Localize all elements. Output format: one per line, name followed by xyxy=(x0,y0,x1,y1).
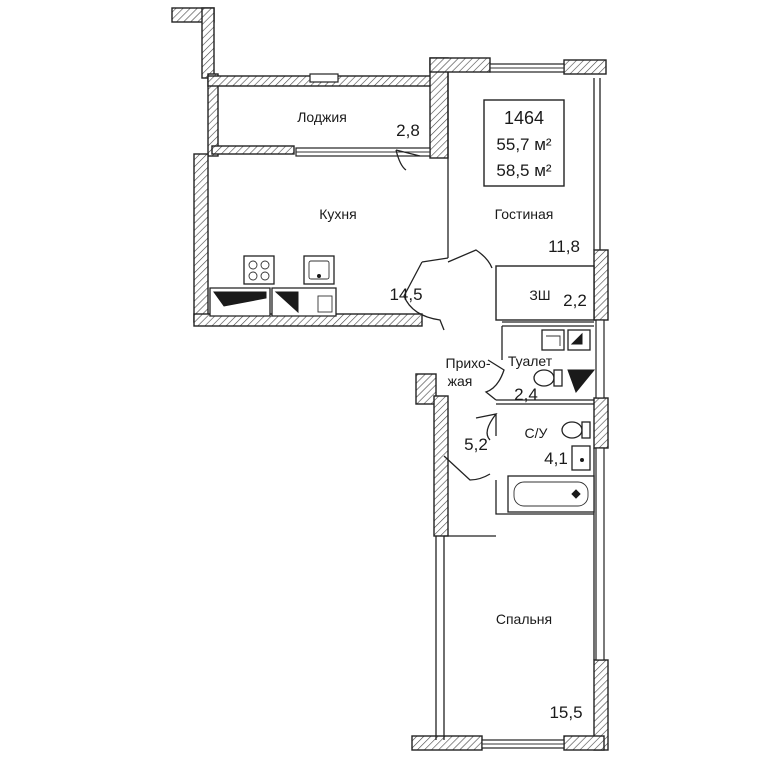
window-right xyxy=(595,319,605,399)
door-toilet xyxy=(484,359,505,401)
toilet-icon xyxy=(533,369,596,393)
wall-segment xyxy=(433,395,449,537)
windows xyxy=(295,63,605,749)
apartment-info: 1464 55,7 м² 58,5 м² xyxy=(483,99,565,187)
room-name-loggia: Лоджия xyxy=(297,109,347,125)
room-area-hall: 5,2 xyxy=(464,435,488,454)
room-area-wardrobe: 2,2 xyxy=(563,291,587,310)
doors xyxy=(395,149,505,481)
wall-segment xyxy=(593,249,609,321)
wall-segment xyxy=(563,735,605,751)
room-name-bedroom: Спальня xyxy=(496,611,552,627)
wall-line xyxy=(502,321,594,327)
washbasin-icon xyxy=(541,329,591,351)
wall-segment xyxy=(207,73,219,157)
room-name-bathroom: С/У xyxy=(525,425,548,441)
wall-line xyxy=(495,480,594,515)
wall-segment xyxy=(593,397,609,449)
room-labels: Лоджия 2,8 Кухня 14,5 Гостиная 11,8 ЗШ 2… xyxy=(297,109,587,722)
kitchen-counter xyxy=(209,287,337,317)
area-total: 58,5 м² xyxy=(496,161,551,180)
room-name-hall-line1: Прихо- xyxy=(446,355,491,371)
room-area-bedroom: 15,5 xyxy=(549,703,582,722)
room-name-hall-line2: жая xyxy=(448,373,473,389)
washbasin-icon xyxy=(571,445,591,471)
vent xyxy=(309,73,339,83)
room-name-wardrobe: ЗШ xyxy=(529,287,550,303)
door-kitchen xyxy=(403,261,445,331)
wall-segment xyxy=(193,153,209,323)
wall-segment xyxy=(429,57,449,159)
room-area-kitchen: 14,5 xyxy=(389,285,422,304)
toilet-icon xyxy=(561,421,591,439)
area-living: 55,7 м² xyxy=(496,135,551,154)
room-area-toilet: 2,4 xyxy=(514,385,538,404)
wall-segment xyxy=(429,57,491,73)
room-name-kitchen: Кухня xyxy=(319,206,356,222)
door-loggia xyxy=(395,149,421,171)
wall-segment xyxy=(563,59,607,75)
room-area-loggia: 2,8 xyxy=(396,121,420,140)
apartment-number: 1464 xyxy=(504,108,544,128)
stove-icon xyxy=(243,255,275,285)
wall-line xyxy=(496,399,594,405)
window-right-2 xyxy=(595,447,605,661)
wall-line xyxy=(421,257,449,263)
sink-icon xyxy=(303,255,335,285)
wall-segment xyxy=(415,373,437,405)
room-area-living: 11,8 xyxy=(548,237,580,256)
room-name-toilet: Туалет xyxy=(508,353,553,369)
door-bedroom xyxy=(443,455,491,481)
interior-walls xyxy=(421,72,601,740)
wall-segment xyxy=(211,145,295,155)
wall-segment xyxy=(201,7,215,79)
room-name-living: Гостиная xyxy=(495,206,554,222)
wall-segment xyxy=(411,735,483,751)
door-bathroom xyxy=(475,413,498,441)
door-living xyxy=(447,249,493,269)
room-area-bathroom: 4,1 xyxy=(544,449,568,468)
bathtub-icon xyxy=(507,475,595,513)
wardrobe-outline xyxy=(495,265,595,321)
outer-walls xyxy=(171,7,609,751)
